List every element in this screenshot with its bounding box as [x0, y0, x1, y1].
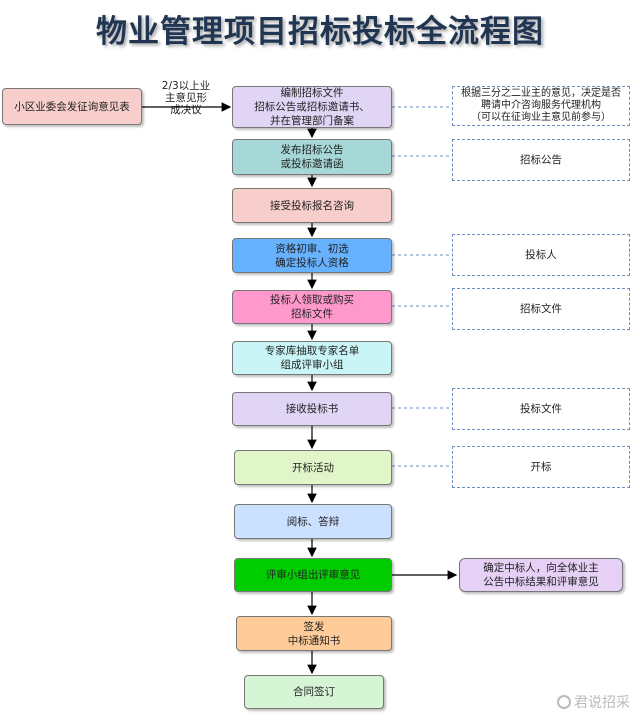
step-7-receive-bids: 接收投标书 [232, 392, 392, 426]
step-4-qualification-review: 资格初审、初选 确定投标人资格 [232, 238, 392, 273]
note-bid-opening: 开标 [452, 446, 630, 488]
step-11-issue-award-notice: 签发 中标通知书 [236, 616, 392, 651]
watermark-text: 君说招采 [574, 695, 630, 711]
note-consultancy-decision: 根据三分之二业主的意见，决定是否 聘请中介咨询服务代理机构 （可以在征询业主意见… [452, 86, 630, 126]
start-box: 小区业委会发征询意见表 [2, 88, 142, 125]
step-10-panel-opinion: 评审小组出评审意见 [234, 558, 392, 592]
diagram-title: 物业管理项目招标投标全流程图 [96, 14, 544, 50]
step-5-obtain-tender-docs: 投标人领取或购买 招标文件 [232, 290, 392, 324]
note-tender-notice: 招标公告 [452, 139, 630, 181]
step-8-bid-opening: 开标活动 [234, 450, 392, 485]
step-12-sign-contract: 合同签订 [244, 675, 384, 709]
watermark-logo-icon [557, 695, 571, 709]
resolution-edge-label: 2/3以上业 主意见形 成决议 [161, 80, 211, 116]
step-2-publish-notice: 发布招标公告 或投标邀请函 [232, 139, 392, 175]
result-announcement-box: 确定中标人，向全体业主 公告中标结果和评审意见 [459, 558, 623, 592]
step-9-review-defense: 阅标、答辩 [234, 504, 392, 539]
watermark: 君说招采 [557, 692, 630, 712]
note-bidder: 投标人 [452, 234, 630, 276]
step-1-prepare-tender-docs: 编制招标文件 招标公告或招标邀请书、 并在管理部门备案 [232, 86, 392, 128]
note-tender-docs: 招标文件 [452, 288, 630, 330]
step-6-form-review-panel: 专家库抽取专家名单 组成评审小组 [232, 341, 392, 375]
note-bid-docs: 投标文件 [452, 388, 630, 430]
step-3-accept-registration: 接受投标报名咨询 [232, 188, 392, 223]
